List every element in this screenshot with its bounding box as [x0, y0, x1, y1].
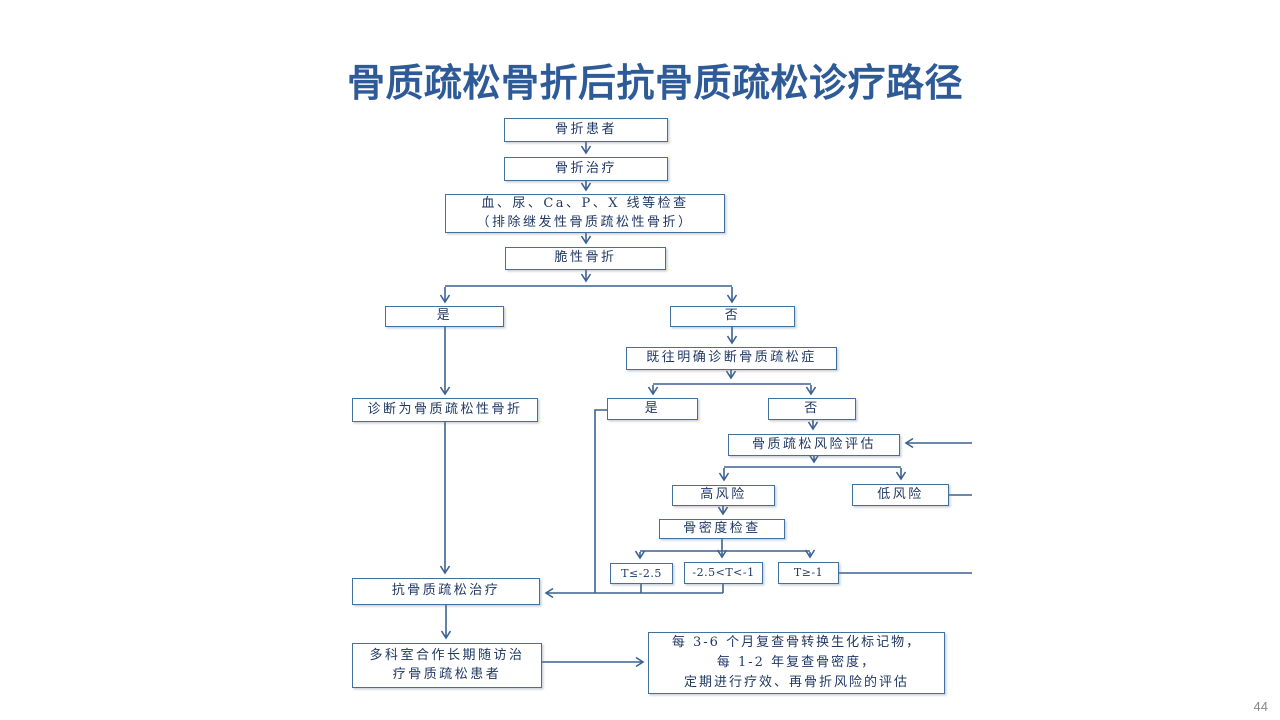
node-label-line3: 定期进行疗效、再骨折风险的评估: [683, 675, 909, 691]
node-fragility-yes: 是: [385, 306, 504, 327]
node-t-score-high: T≥-1: [778, 562, 839, 584]
node-prior-yes: 是: [607, 398, 698, 420]
node-label-line1: 多科室合作长期随访治: [369, 647, 525, 663]
node-label: 骨密度检查: [683, 520, 761, 536]
node-low-risk: 低风险: [852, 484, 949, 506]
node-label: -2.5<T<-1: [692, 566, 755, 580]
node-fracture-treatment: 骨折治疗: [504, 157, 668, 181]
node-t-score-mid: -2.5<T<-1: [684, 562, 763, 584]
node-label: 诊断为骨质疏松性骨折: [367, 401, 523, 417]
node-label: 骨折治疗: [554, 160, 617, 176]
node-label: 既往明确诊断骨质疏松症: [646, 350, 817, 366]
node-fragility-fracture: 脆性骨折: [505, 247, 666, 270]
slide-title: 骨质疏松骨折后抗骨质疏松诊疗路径: [346, 63, 963, 105]
node-prior-no: 否: [768, 398, 856, 420]
node-t-score-low: T≤-2.5: [610, 563, 673, 584]
node-label-line2: 每 1-2 年复查骨密度，: [716, 654, 877, 670]
page-number: 44: [1253, 699, 1268, 714]
node-lab-tests: 血、尿、Ca、P、X 线等检查 （排除继发性骨质疏松性骨折）: [445, 194, 725, 233]
node-diagnosed-op-fracture: 诊断为骨质疏松性骨折: [352, 398, 538, 422]
node-label: 高风险: [700, 487, 747, 503]
node-label: 抗骨质疏松治疗: [391, 583, 501, 599]
node-anti-op-treatment: 抗骨质疏松治疗: [352, 578, 540, 605]
node-label-line1: 每 3-6 个月复查骨转换生化标记物，: [671, 634, 922, 650]
node-label-line2: 疗骨质疏松患者: [392, 666, 502, 682]
node-label: 骨折患者: [554, 121, 617, 137]
node-long-term-follow-up: 多科室合作长期随访治 疗骨质疏松患者: [352, 643, 542, 688]
node-label-line1: 血、尿、Ca、P、X 线等检查: [481, 195, 689, 211]
node-label: T≥-1: [793, 566, 824, 580]
node-label-line2: （排除继发性骨质疏松性骨折）: [476, 214, 694, 230]
node-label: 否: [724, 308, 741, 324]
node-prior-op-diagnosis: 既往明确诊断骨质疏松症: [626, 347, 837, 370]
node-label: 是: [644, 400, 661, 416]
node-label: 低风险: [877, 486, 924, 502]
node-fragility-no: 否: [670, 306, 795, 327]
node-bmd-test: 骨密度检查: [659, 519, 785, 539]
node-label: T≤-2.5: [621, 566, 662, 580]
node-label: 是: [436, 308, 453, 324]
node-label: 否: [804, 400, 820, 416]
node-risk-assessment: 骨质疏松风险评估: [728, 434, 900, 456]
node-fracture-patient: 骨折患者: [504, 118, 668, 142]
node-periodic-review: 每 3-6 个月复查骨转换生化标记物， 每 1-2 年复查骨密度， 定期进行疗效…: [648, 632, 945, 694]
node-label: 脆性骨折: [554, 250, 617, 266]
node-high-risk: 高风险: [672, 485, 775, 506]
node-label: 骨质疏松风险评估: [751, 436, 876, 452]
